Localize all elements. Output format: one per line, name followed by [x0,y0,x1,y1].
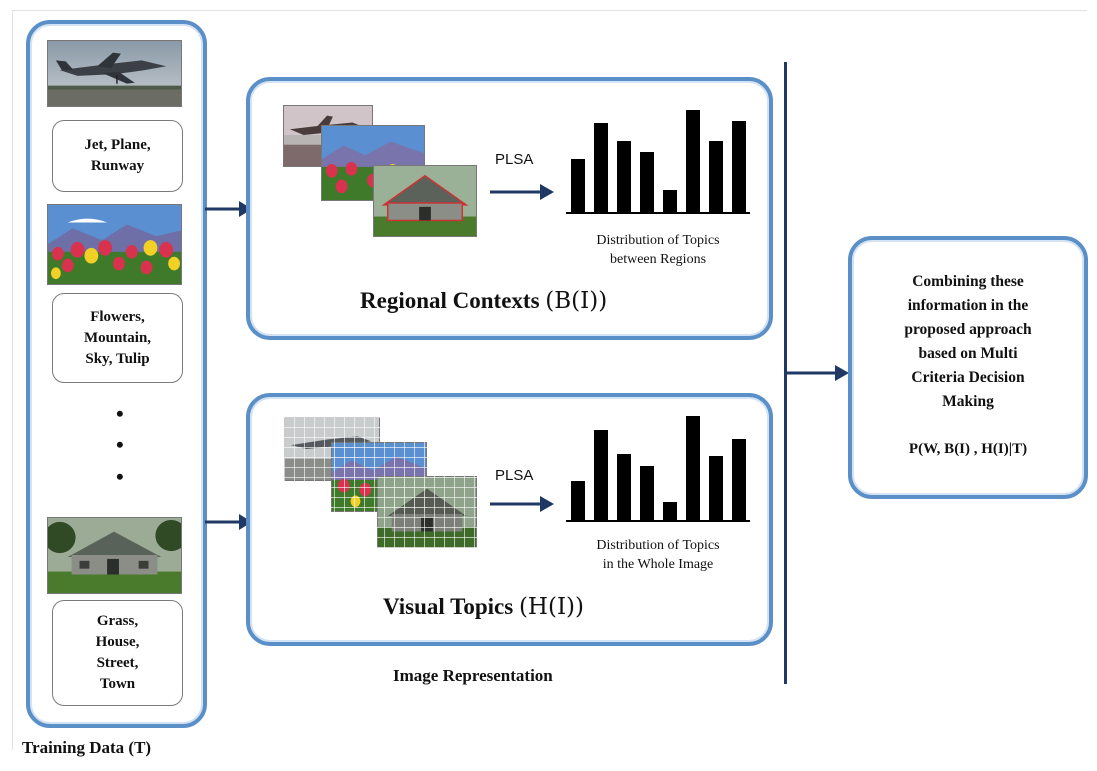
visual-grid-overlay [284,417,477,548]
training-data-panel [26,20,207,728]
tulip-image [47,204,182,285]
ellipsis-dot-3: • [116,464,124,489]
regional-title-paren: (B(I)) [545,288,608,314]
arrow-to-combine [787,365,849,381]
training-data-footer: Training Data (T) [22,738,152,757]
arrow-training-to-regional [205,201,252,217]
regional-stack-house [373,165,477,237]
training-label-flowers: Flowers, Mountain, Sky, Tulip [52,293,183,383]
regional-bar-chart [566,92,750,214]
combine-formula: P(W, B(I) , H(I)|T) [908,441,1028,457]
visual-bar-8 [731,439,746,520]
visual-bar-5 [662,502,677,520]
visual-title-paren: (H(I)) [518,594,584,620]
visual-bar-4 [639,466,654,520]
regional-bar-3 [616,141,631,212]
arrow-training-to-visual [205,514,252,530]
visual-bar-6 [685,416,700,520]
visual-caption: Distribution of Topics in the Whole Imag… [596,538,720,572]
visual-bar-7 [708,456,723,520]
regional-bar-6 [685,110,700,212]
regional-bar-5 [662,190,677,212]
training-label-house: Grass, House, Street, Town [52,600,183,706]
visual-plsa-label: PLSA [495,467,534,484]
visual-topics-panel [246,393,773,646]
training-label-jet: Jet, Plane, Runway [52,120,183,192]
visual-bar-1 [570,481,585,520]
combine-panel [848,236,1088,499]
regional-contexts-panel [246,77,773,340]
regional-plsa-label: PLSA [495,151,534,168]
regional-plsa-arrow [490,184,554,200]
frame-left [12,10,13,750]
regional-title-text: Regional Contexts [360,288,540,313]
regional-title: Regional Contexts (B(I)) [360,288,607,314]
frame-top [12,10,1087,11]
visual-title: Visual Topics (H(I)) [383,594,584,620]
combine-text: Combining these information in the propo… [904,273,1032,410]
regional-caption: Distribution of Topics between Regions [596,233,720,267]
vertical-separator [784,62,787,684]
image-representation-label: Image Representation [393,666,553,685]
visual-bar-axis [566,520,750,522]
ellipsis-dot-1: • [116,401,124,426]
jet-image [47,40,182,107]
regional-bar-8 [731,121,746,212]
house-image [47,517,182,594]
visual-bar-2 [593,430,608,520]
regional-bar-1 [570,159,585,212]
regional-bar-2 [593,123,608,212]
regional-bar-axis [566,212,750,214]
regional-bar-4 [639,152,654,212]
visual-bar-3 [616,454,631,520]
ellipsis-dot-2: • [116,432,124,457]
visual-title-text: Visual Topics [383,594,514,619]
visual-plsa-arrow [490,496,554,512]
regional-bar-7 [708,141,723,212]
visual-bar-chart [566,405,750,522]
